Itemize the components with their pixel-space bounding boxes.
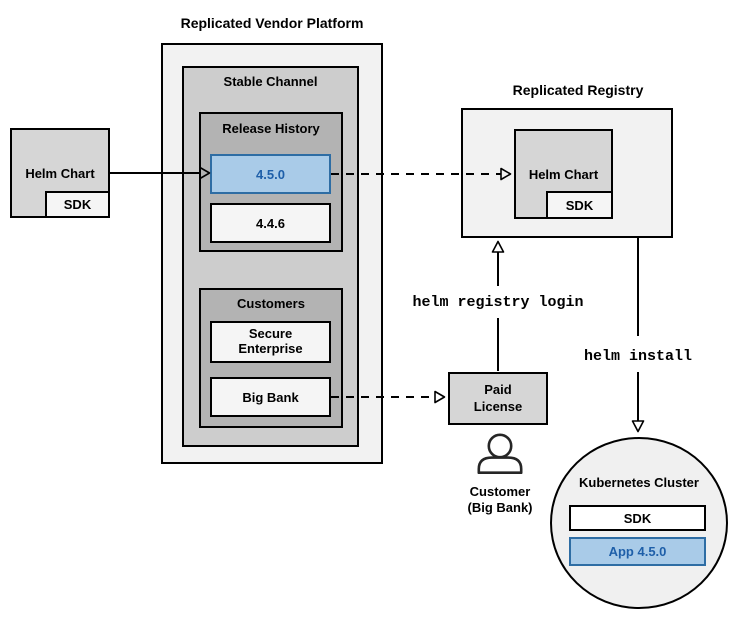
helm-chart-source-label: Helm Chart xyxy=(25,165,95,181)
helm-registry-login-command: helm registry login xyxy=(412,294,584,311)
cluster-sdk-box: SDK xyxy=(569,505,706,531)
customer-big-bank-box: Big Bank xyxy=(210,377,331,417)
release-4-4-6-box: 4.4.6 xyxy=(210,203,331,243)
cluster-app-box: App 4.5.0 xyxy=(569,537,706,566)
vendor-platform-title: Replicated Vendor Platform xyxy=(180,15,364,31)
customers-label: Customers xyxy=(237,296,305,311)
customer-caption: Customer (Big Bank) xyxy=(467,484,533,515)
release-4-5-0-label: 4.5.0 xyxy=(256,166,285,182)
registry-helm-chart-label: Helm Chart xyxy=(528,166,599,182)
customer-big-bank-label: Big Bank xyxy=(242,389,299,405)
helm-chart-source-sdk-box: SDK xyxy=(45,191,110,218)
replicated-registry-title: Replicated Registry xyxy=(512,82,644,98)
stable-channel-label: Stable Channel xyxy=(223,74,318,89)
customer-secure-enterprise-label: Secure Enterprise xyxy=(238,326,303,356)
customer-secure-enterprise-box: Secure Enterprise xyxy=(210,321,331,363)
cluster-sdk-label: SDK xyxy=(623,510,652,526)
kubernetes-cluster-label: Kubernetes Cluster xyxy=(579,475,699,490)
release-4-4-6-label: 4.4.6 xyxy=(256,215,285,231)
release-history-label: Release History xyxy=(222,121,320,136)
release-4-5-0-box: 4.5.0 xyxy=(210,154,331,194)
customer-person-icon xyxy=(477,433,523,474)
paid-license-label: Paid License xyxy=(473,381,523,414)
cluster-app-label: App 4.5.0 xyxy=(608,544,667,559)
helm-install-command: helm install xyxy=(583,348,693,365)
paid-license-box: Paid License xyxy=(448,372,548,425)
registry-sdk-box: SDK xyxy=(546,191,613,219)
helm-chart-source-sdk-label: SDK xyxy=(63,197,92,212)
helm-install-arrow xyxy=(631,238,645,433)
registry-sdk-label: SDK xyxy=(565,197,594,213)
